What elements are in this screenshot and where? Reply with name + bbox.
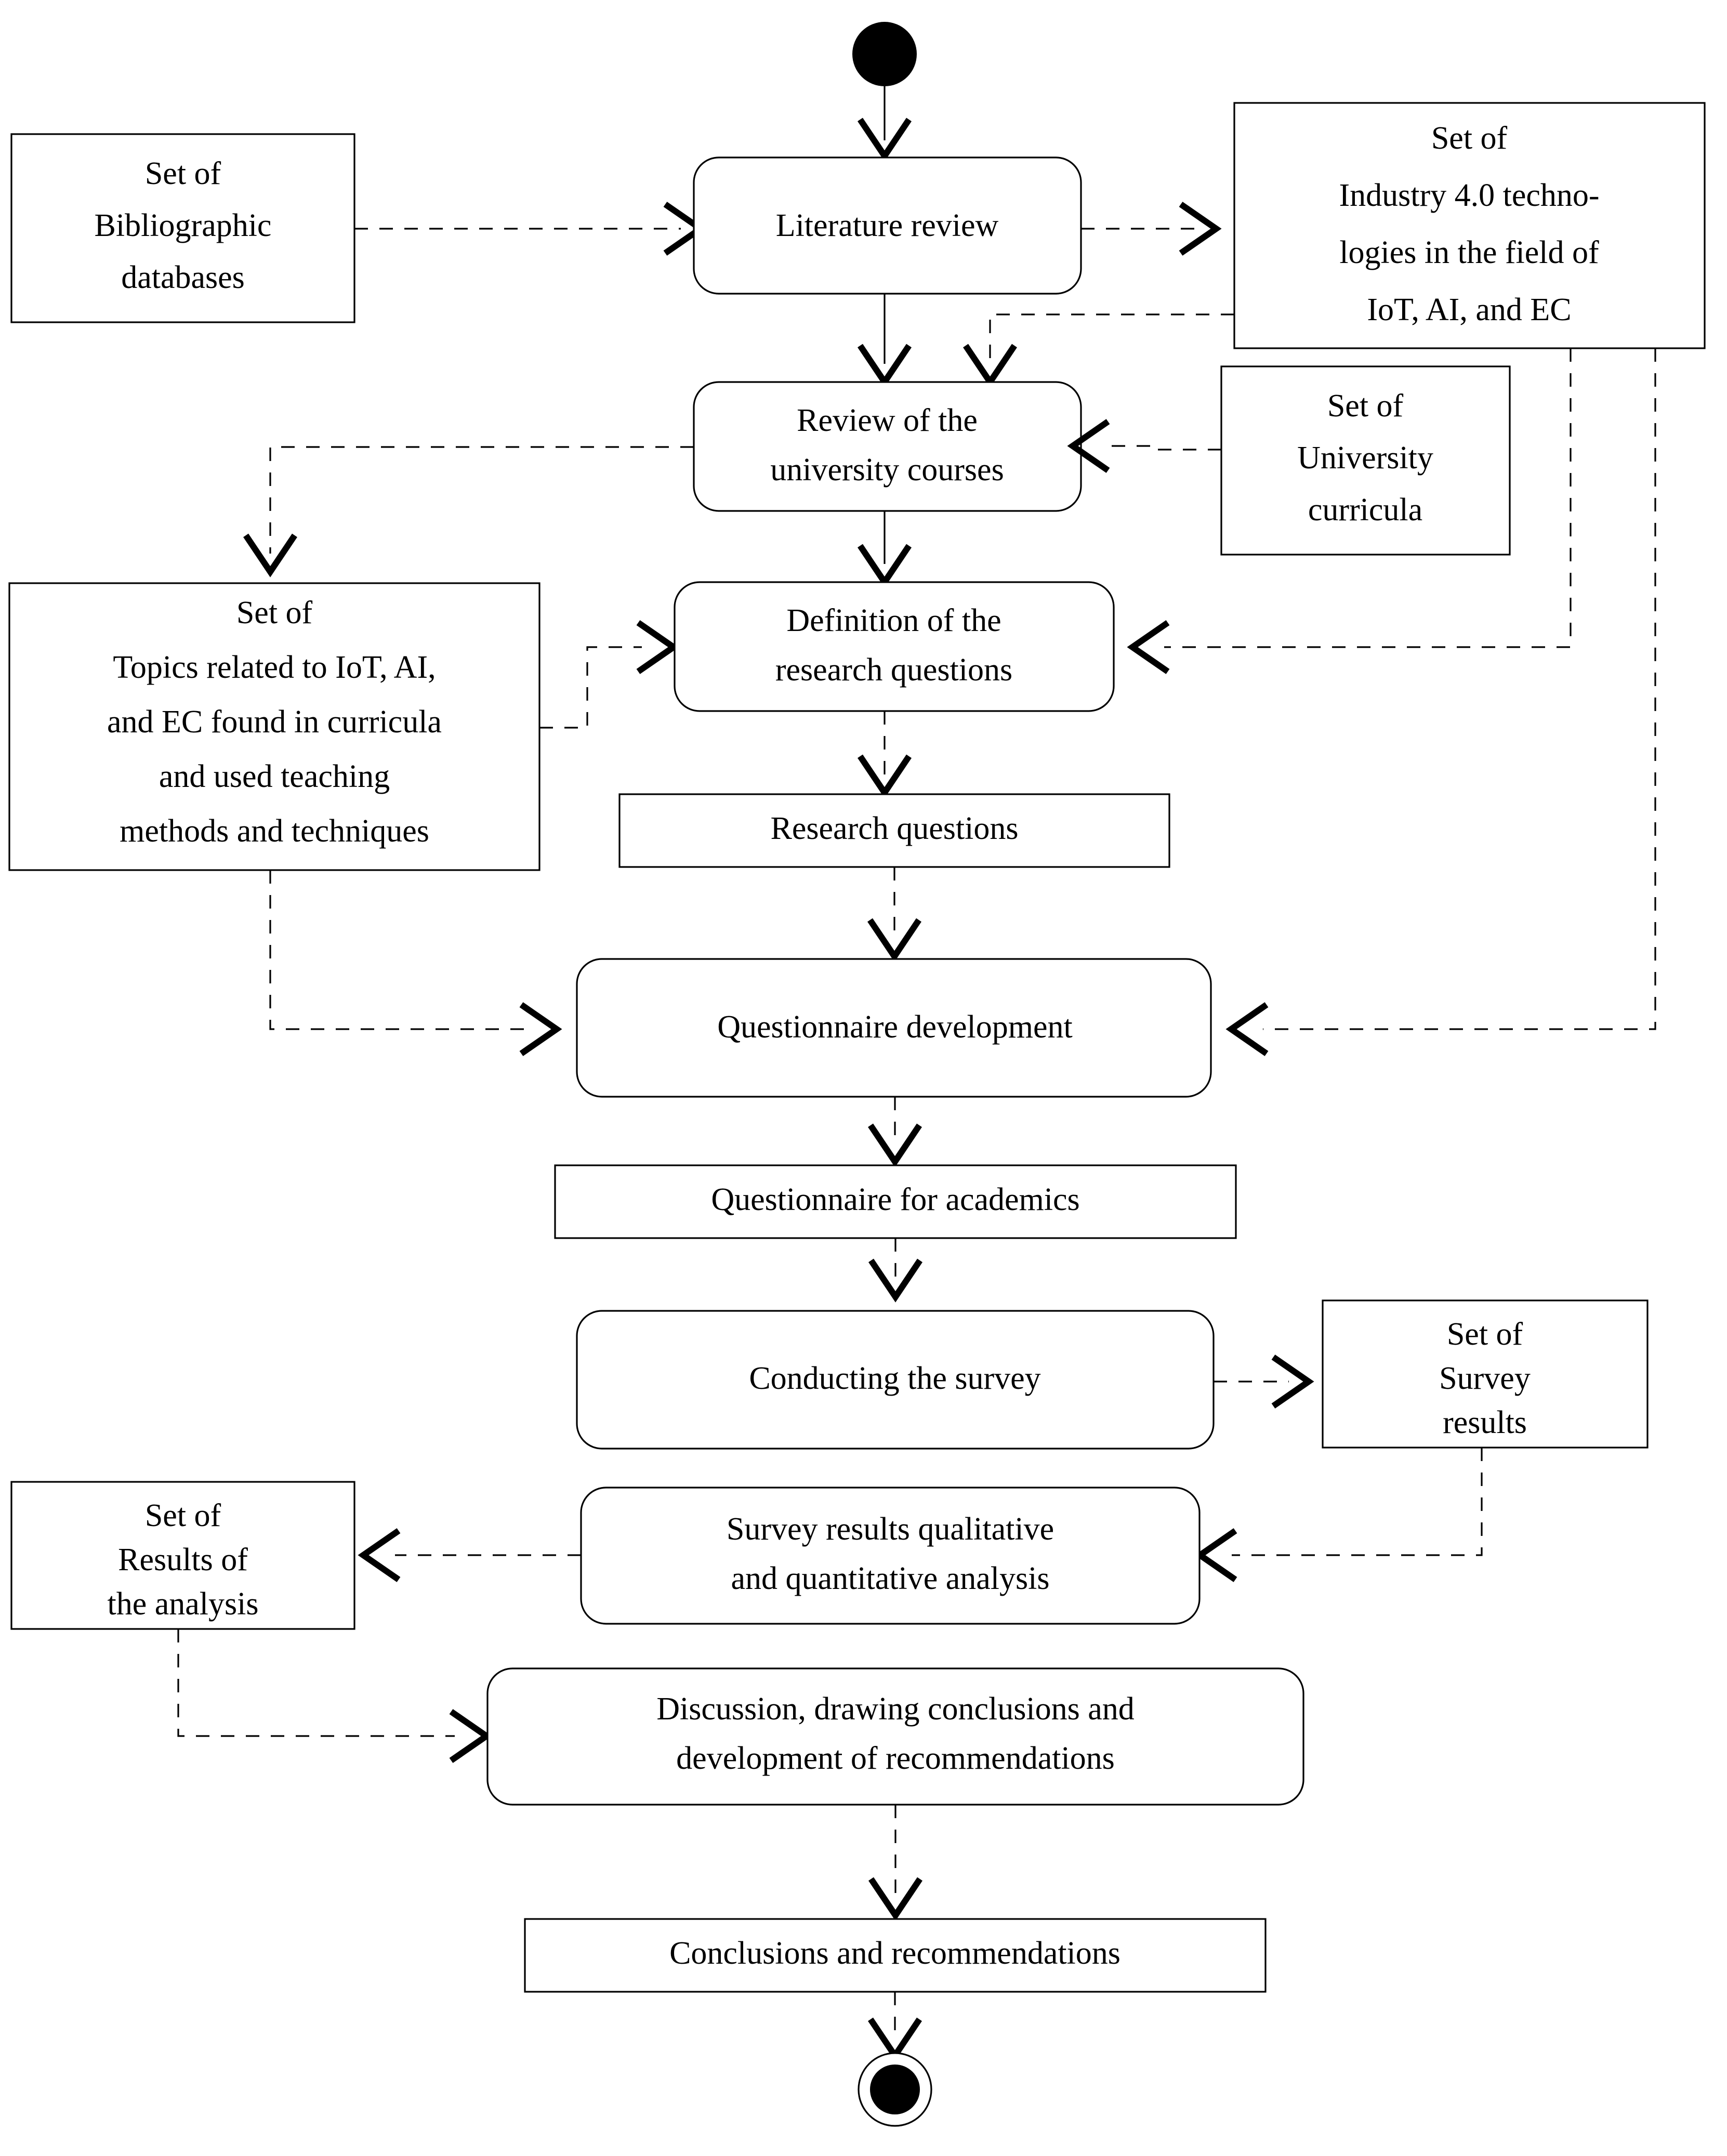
edge-review-courses-to-topics	[269, 446, 694, 554]
activity-conducting-survey-label: Conducting the survey	[749, 1361, 1040, 1396]
arrowhead-discussion-left	[449, 1709, 492, 1763]
artifact-bibliographic-databases	[10, 133, 355, 323]
arrowhead-research-questions-top	[858, 754, 912, 798]
arrowhead-literature-review-top	[858, 117, 912, 162]
activity-questionnaire-dev-label: Questionnaire development	[717, 1009, 1073, 1045]
artifact-bibliographic-databases-line-3: databases	[121, 260, 245, 295]
arrowhead-review-courses-right	[1067, 419, 1110, 473]
artifact-industry40-technologies	[1233, 102, 1706, 349]
activity-survey-analysis-line-2: and quantitative analysis	[731, 1561, 1050, 1596]
artifact-survey-results-line-2: Survey	[1439, 1361, 1531, 1396]
artifact-topics-line-4: and used teaching	[159, 759, 390, 794]
artifact-survey-results	[1322, 1299, 1649, 1449]
artifact-university-curricula-line-2: University	[1297, 440, 1433, 476]
artifact-university-curricula-line-3: curricula	[1308, 492, 1422, 528]
activity-definition-rq-line-2: research questions	[775, 652, 1012, 688]
activity-conducting-survey	[576, 1310, 1215, 1450]
artifact-research-questions-label: Research questions	[771, 811, 1019, 846]
artifact-topics-line-1: Set of	[236, 595, 313, 630]
artifact-survey-results-line-3: results	[1443, 1405, 1527, 1440]
activity-survey-analysis-line-1: Survey results qualitative	[727, 1511, 1054, 1547]
arrowhead-survey-analysis-right	[1194, 1528, 1237, 1582]
arrowhead-definition-rq-left	[636, 620, 679, 674]
activity-discussion-line-1: Discussion, drawing conclusions and	[656, 1691, 1135, 1727]
artifact-industry40-line-4: IoT, AI, and EC	[1367, 292, 1571, 327]
activity-literature-review	[693, 156, 1082, 295]
edge-topics-to-definition-rq	[539, 646, 642, 729]
activity-definition-research-questions	[674, 581, 1115, 712]
artifact-research-questions	[618, 793, 1170, 868]
activity-review-courses-line-2: university courses	[770, 452, 1004, 488]
arrowhead-questionnaire-dev-left	[519, 1002, 562, 1056]
artifact-survey-results-line-1: Set of	[1447, 1317, 1523, 1352]
arrowhead-conducting-survey-top	[868, 1258, 922, 1303]
artifact-bibliographic-databases-line-1: Set of	[145, 156, 221, 191]
edge-industry40-to-review-courses	[989, 313, 1234, 364]
artifact-conclusions-label: Conclusions and recommendations	[669, 1936, 1120, 1971]
activity-review-university-courses	[693, 381, 1082, 512]
artifact-topics-line-5: methods and techniques	[120, 813, 429, 849]
arrowhead-questionnaire-academics-top	[868, 1123, 922, 1167]
activity-discussion-conclusions	[486, 1667, 1304, 1806]
artifact-questionnaire-academics	[554, 1164, 1237, 1239]
arrowhead-topics-top	[243, 533, 297, 577]
arrowhead-survey-results-left	[1271, 1355, 1314, 1409]
final-node	[870, 2065, 920, 2114]
artifact-results-of-analysis-line-1: Set of	[145, 1498, 221, 1533]
edge-topics-to-questionnaire-dev	[269, 870, 525, 1030]
artifact-conclusions-recommendations	[524, 1918, 1267, 1993]
arrowhead-industry40-left	[1179, 202, 1222, 256]
artifact-topics-line-2: Topics related to IoT, AI,	[113, 650, 436, 685]
arrowhead-definition-rq-right	[1127, 620, 1170, 674]
activity-literature-review-label: Literature review	[776, 208, 999, 243]
edge-survey-results-to-survey-analysis	[1232, 1448, 1483, 1556]
artifact-industry40-line-2: Industry 4.0 techno-	[1339, 178, 1599, 213]
artifact-topics-line-3: and EC found in curricula	[107, 704, 442, 740]
arrowhead-conclusions-top	[868, 1877, 922, 1921]
edge-university-curricula-to-review-courses	[1104, 445, 1221, 451]
activity-definition-rq-line-1: Definition of the	[786, 603, 1001, 638]
artifact-results-of-analysis	[10, 1481, 355, 1630]
activity-questionnaire-development	[576, 958, 1212, 1098]
artifact-results-of-analysis-line-2: Results of	[118, 1542, 248, 1577]
artifact-university-curricula	[1220, 365, 1511, 556]
artifact-results-of-analysis-line-3: the analysis	[108, 1586, 259, 1622]
activity-survey-analysis	[580, 1487, 1201, 1625]
artifact-bibliographic-databases-line-2: Bibliographic	[95, 208, 272, 243]
artifact-topics-curricula	[8, 582, 540, 871]
arrowhead-questionnaire-dev-right	[1225, 1002, 1269, 1056]
edge-industry40-to-questionnaire-dev	[1263, 348, 1656, 1030]
activity-discussion-line-2: development of recommendations	[676, 1741, 1115, 1776]
edge-results-of-analysis-to-discussion	[177, 1629, 455, 1737]
activity-review-courses-line-1: Review of the	[797, 403, 978, 438]
arrowhead-results-of-analysis-right	[358, 1528, 401, 1582]
artifact-questionnaire-academics-label: Questionnaire for academics	[711, 1182, 1079, 1217]
artifact-industry40-line-1: Set of	[1431, 121, 1508, 156]
artifact-university-curricula-line-1: Set of	[1327, 388, 1404, 424]
initial-node	[852, 22, 917, 86]
artifact-industry40-line-3: logies in the field of	[1339, 235, 1599, 270]
arrowhead-questionnaire-dev-top	[867, 918, 921, 962]
